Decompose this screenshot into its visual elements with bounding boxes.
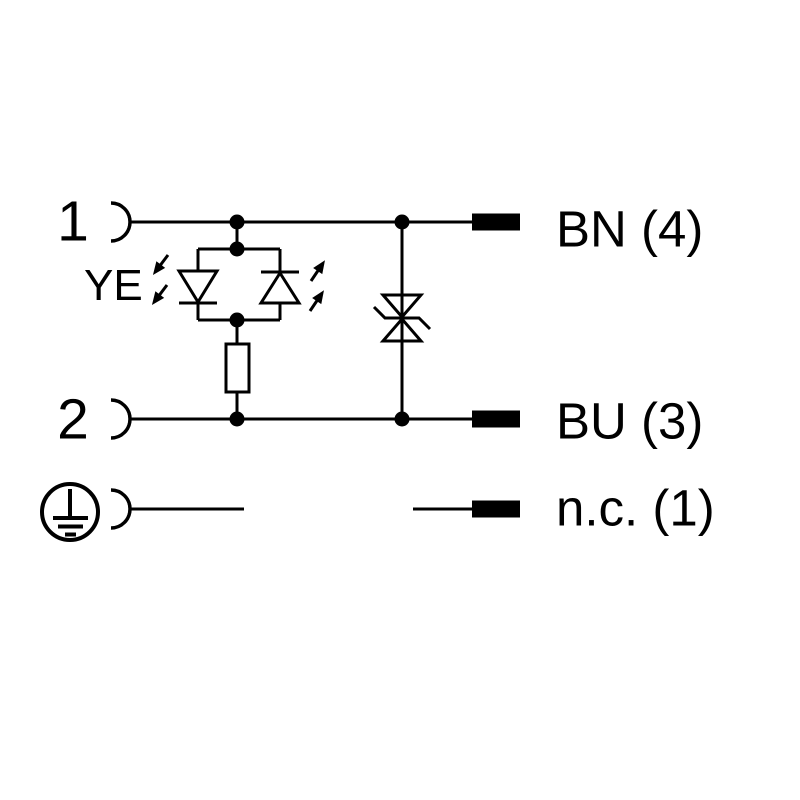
led-emission-arrow-icon [309,260,325,282]
junction-dot [394,411,410,427]
junction-dot [229,411,245,427]
wire-1-label: BN (4) [556,200,704,258]
protective-earth-icon [40,482,100,542]
junction-dot [229,214,245,230]
wire-end-terminal-1 [472,213,520,231]
led-emission-arrow-icon [308,290,324,312]
led-emission-arrow-icon [152,254,170,275]
pin-1-label: 1 [57,189,89,254]
wire-2-label: BU (3) [556,392,704,450]
wire-end-terminal-3 [472,500,520,518]
wire-3-label: n.c. (1) [556,479,715,537]
pin-1-contact-icon [110,201,132,243]
suppressor-diode-icon [372,222,432,419]
resistor-icon [224,320,251,419]
led-color-label: YE [84,261,143,310]
led-indicator-icon [176,222,302,322]
junction-dot [229,241,245,257]
pin-2-label: 2 [57,387,89,452]
led-diode-up-icon [258,270,302,305]
pe-contact-icon [110,488,132,530]
wire-end-terminal-2 [472,410,520,428]
led-diode-down-icon [176,269,220,305]
led-emission-arrow-icon [151,284,169,305]
pin-2-contact-icon [110,398,132,440]
junction-dot [394,214,410,230]
junction-dot [229,312,245,328]
